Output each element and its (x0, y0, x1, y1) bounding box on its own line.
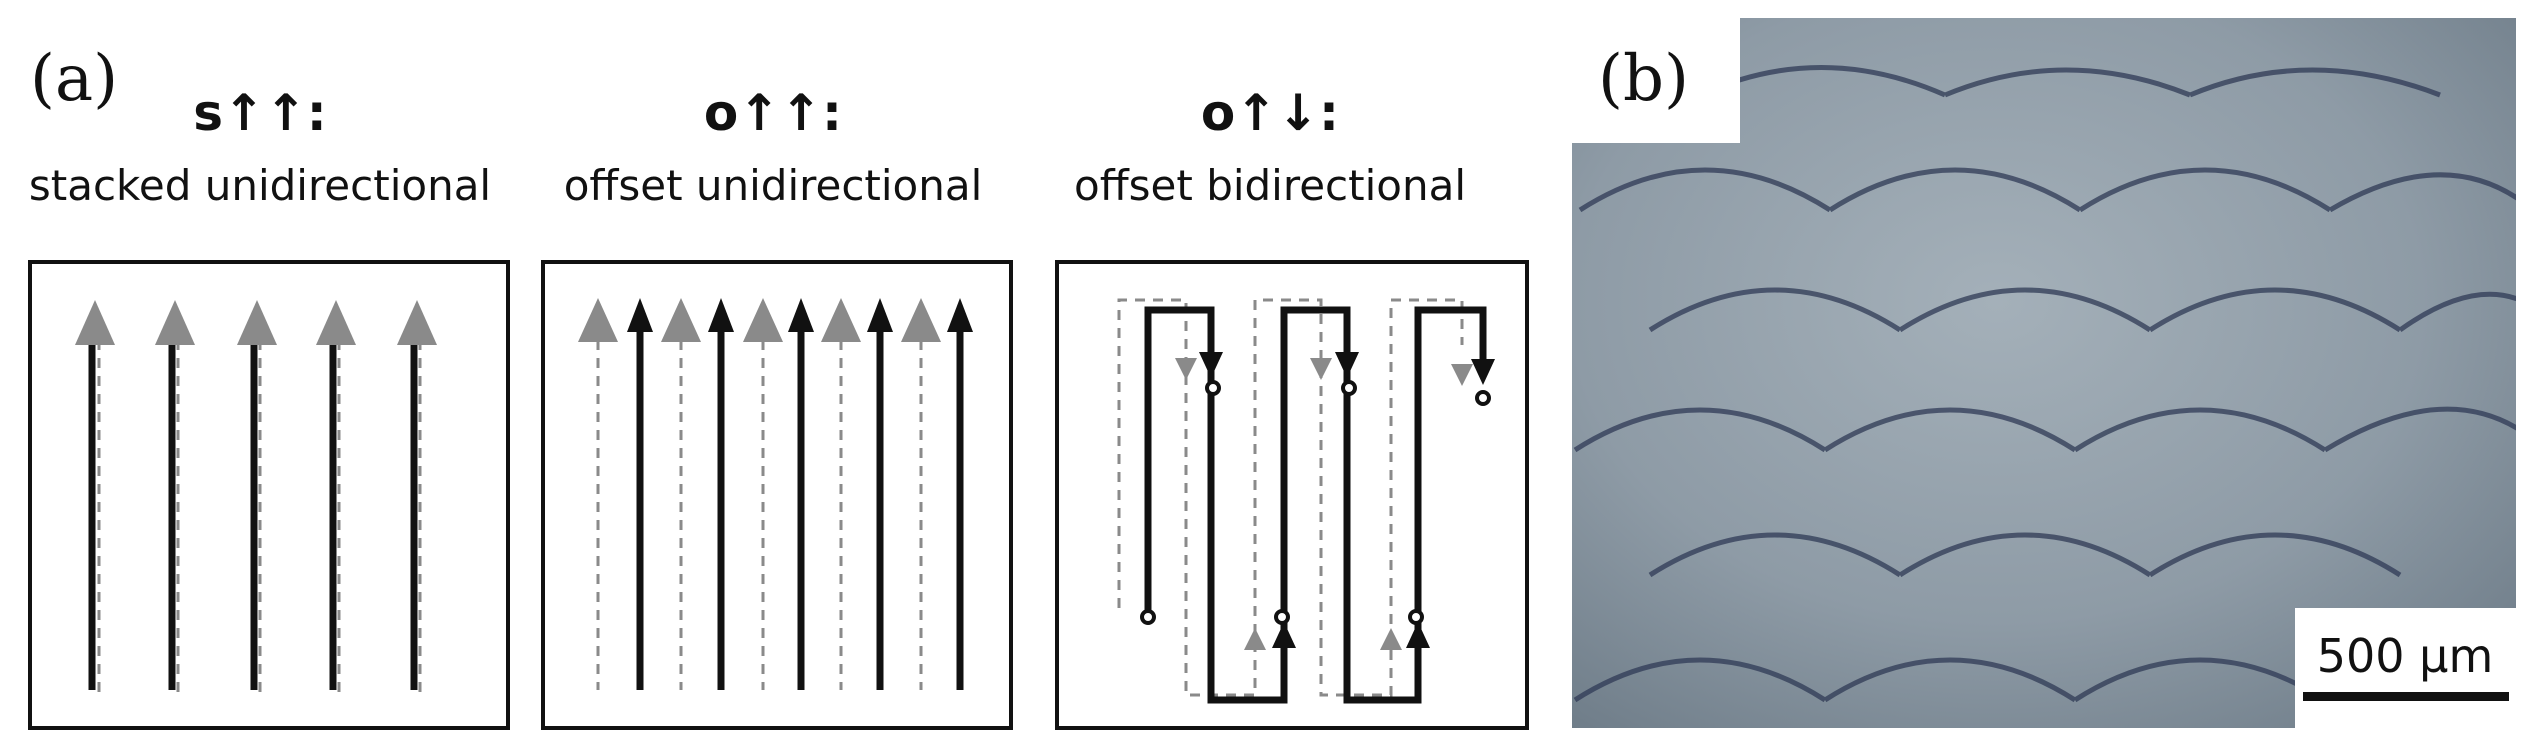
pattern-2-description: offset unidirectional (564, 161, 983, 210)
pattern-1-tracks (75, 300, 437, 700)
scale-bar (2303, 692, 2509, 701)
pattern-1-code: s↑↑: (193, 84, 327, 142)
scale-bar-label: 500 μm (2317, 629, 2494, 683)
pattern-offset-unidirectional: o↑↑: offset unidirectional (541, 84, 1013, 730)
pattern-3-tracks (1117, 298, 1495, 704)
pattern-3-description: offset bidirectional (1074, 161, 1466, 210)
panel-a-label: (a) (30, 42, 118, 116)
pattern-offset-bidirectional: o↑↓: offset bidirectional (1055, 84, 1529, 730)
pattern-stacked-unidirectional: s↑↑: stacked unidirectional (28, 84, 510, 730)
scale-bar-box (2295, 608, 2516, 728)
pattern-1-description: stacked unidirectional (29, 161, 491, 210)
pattern-2-tracks (578, 298, 973, 690)
panel-b-label-box (1572, 18, 1740, 143)
panel-b-label: (b) (1598, 42, 1689, 116)
pattern-2-code: o↑↑: (704, 84, 842, 142)
panel-b: (b) 500 μm (1572, 18, 2516, 728)
pattern-3-code: o↑↓: (1201, 84, 1339, 142)
pattern-3-frame (1055, 260, 1529, 730)
melt-pool-boundaries (1573, 65, 2516, 703)
panel-a: (a) s↑↑: stacked unidirectional (28, 42, 1529, 730)
